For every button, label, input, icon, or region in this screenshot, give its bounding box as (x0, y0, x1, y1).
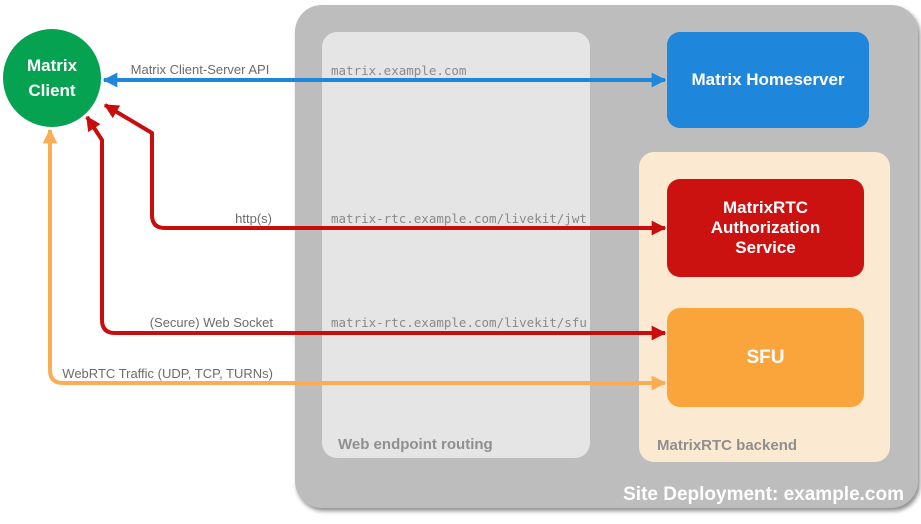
matrixrtc-authorization-service-node: MatrixRTC Authorization Service (667, 179, 864, 277)
web-endpoint-routing-container (322, 32, 590, 458)
jwt-http-arrow-label: http(s) (235, 211, 272, 226)
auth-label-line1: MatrixRTC (722, 198, 808, 217)
websocket-arrow-label: (Secure) Web Socket (149, 315, 273, 330)
matrixrtc-backend-label: MatrixRTC backend (657, 437, 798, 454)
client-label-line2: Client (28, 81, 76, 100)
sfu-node: SFU (667, 308, 864, 407)
webrtc-traffic-arrow-label: WebRTC Traffic (UDP, TCP, TURNs) (62, 366, 273, 381)
auth-label-line2: Authorization (710, 218, 821, 237)
endpoint-livekit-jwt: matrix-rtc.example.com/livekit/jwt (331, 211, 587, 226)
matrix-client-node: Matrix Client (3, 29, 101, 127)
endpoint-matrix-example: matrix.example.com (331, 63, 467, 78)
client-label-line1: Matrix (26, 56, 78, 75)
site-deployment-label: Site Deployment: example.com (623, 484, 904, 505)
client-server-api-arrow-label: Matrix Client-Server API (130, 62, 270, 77)
matrix-homeserver-label: Matrix Homeserver (691, 70, 845, 89)
auth-label-line3: Service (735, 238, 796, 257)
sfu-label: SFU (746, 346, 785, 368)
endpoint-livekit-sfu: matrix-rtc.example.com/livekit/sfu (331, 315, 587, 330)
web-endpoint-routing-label: Web endpoint routing (338, 436, 493, 453)
matrix-homeserver-node: Matrix Homeserver (667, 32, 869, 128)
